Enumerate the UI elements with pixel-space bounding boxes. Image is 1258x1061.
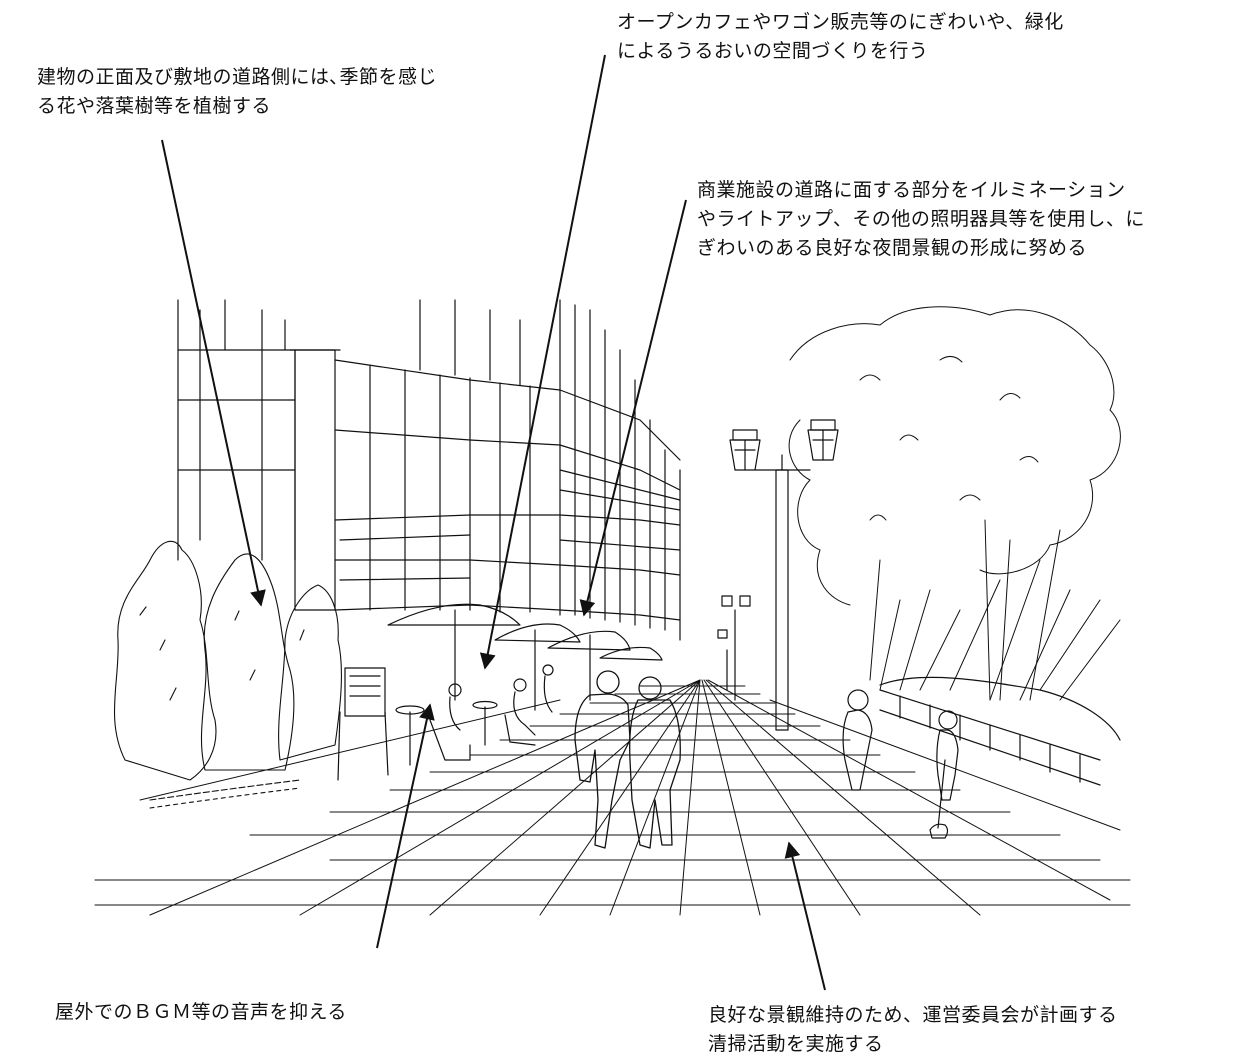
annotation-cleaning: 良好な景観維持のため、運営委員会が計画する 清掃活動を実施する [708, 1004, 1118, 1055]
annotation-sound-control: 屋外でのＢＧＭ等の音声を抑える [55, 1001, 347, 1023]
right-railing [879, 676, 1121, 786]
annotation-planting: 建物の正面及び敷地の道路側には､季節を感じ る花や落葉樹等を植樹する [37, 66, 438, 117]
leader-planting [161, 139, 266, 607]
leader-cafe [479, 54, 606, 670]
street-lamps [717, 419, 839, 731]
left-shrubs [113, 540, 343, 809]
cafe-umbrellas [387, 603, 663, 766]
menu-board [337, 667, 389, 781]
annotation-illumination: 商業施設の道路に面する部分をイルミネーション やライトアップ、その他の照明器具等… [697, 179, 1145, 259]
leader-cleaning [784, 841, 826, 991]
right-trees [788, 306, 1121, 701]
left-building [177, 299, 681, 641]
leader-sound [376, 703, 435, 949]
walking-couple [574, 670, 681, 849]
annotation-cafe-greenery: オープンカフェやワゴン販売等のにぎわいや、緑化 によるうるおいの空間づくりを行う [617, 11, 1064, 62]
leader-illumination [579, 199, 687, 617]
right-pedestrians [842, 689, 959, 839]
